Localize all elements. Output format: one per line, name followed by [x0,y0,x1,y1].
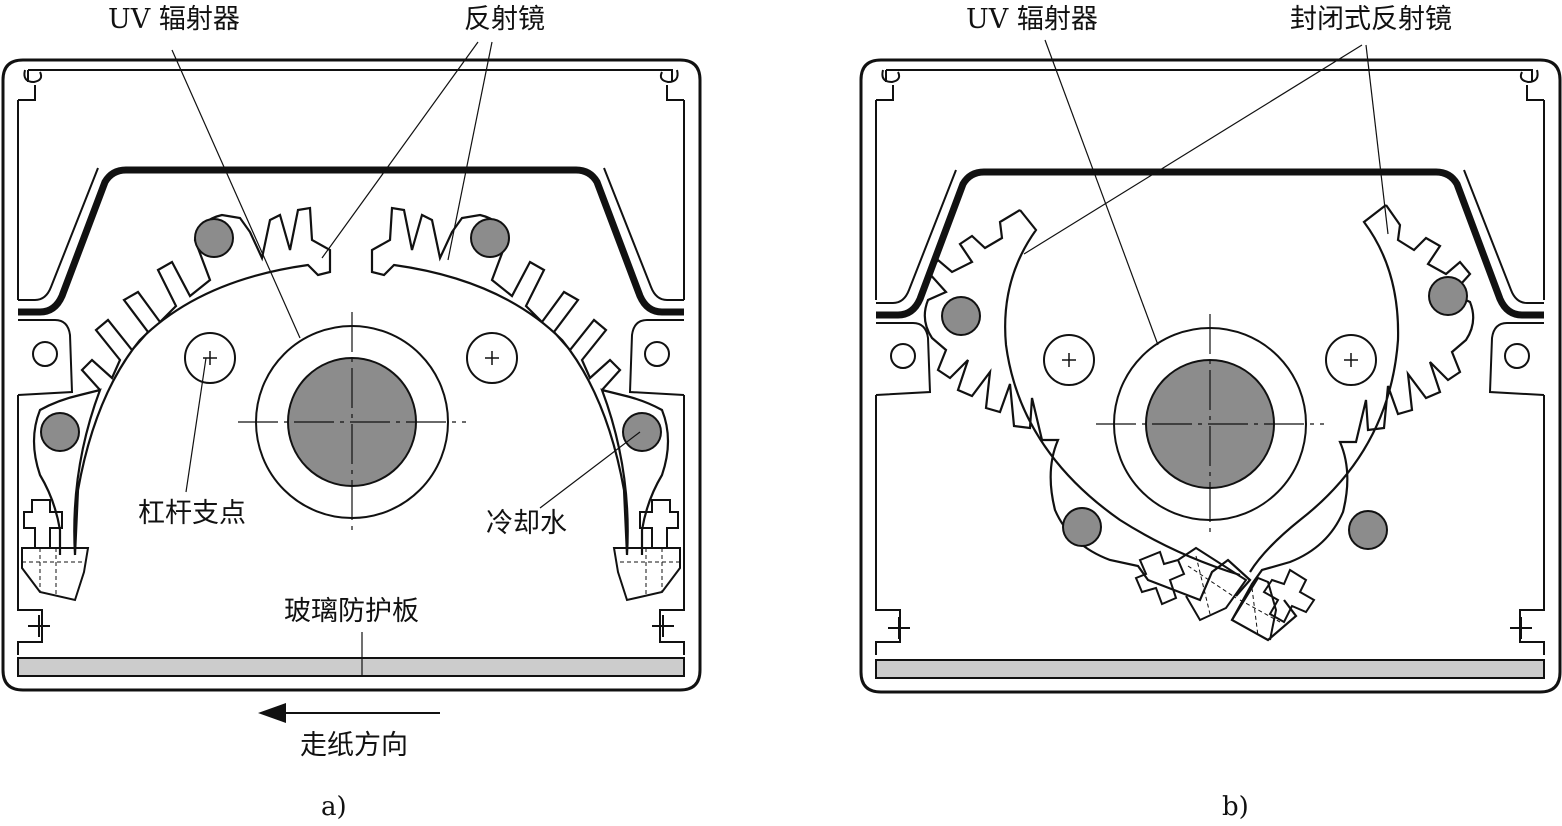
lever-fulcrum-left-b [1043,334,1095,386]
bottom-cross-left-a [28,615,50,637]
housing-inner-a [17,69,685,655]
housing-outer-b [859,58,1562,694]
bottom-cross-right-a [652,615,674,637]
label-closed-reflector-b: 封闭式反射镜 [1290,4,1452,35]
label-reflector-a: 反射镜 [464,4,545,35]
clamp-right-a [612,499,681,602]
clamp-left-b [1134,546,1248,622]
side-ledge-left-b [875,322,932,396]
glass-shield-a [17,657,685,677]
cooling-water-b-4 [1348,510,1388,550]
leader-water-a [539,431,641,509]
clamp-left-a [21,499,90,602]
cooling-water-a-2 [40,412,80,452]
label-glass-shield-a: 玻璃防护板 [284,596,419,627]
mount-hole-right-a [644,341,670,367]
panel-a [1,41,702,723]
glass-shield-b [875,659,1545,679]
corner-notch-right-b [1519,69,1544,101]
cooling-water-b-2 [1062,507,1102,547]
mount-hole-right-b [1504,343,1530,369]
reflector-right-a [370,206,670,556]
corner-notch-left-b [876,69,901,101]
top-cover-b [876,168,1544,319]
cooling-water-b-3 [1428,276,1468,316]
cooling-water-a-4 [622,412,662,452]
corner-notch-right-a [659,69,684,101]
corner-notch-left-a [18,69,43,101]
label-uv-emitter-a: UV 辐射器 [108,4,240,35]
caption-b: b) [1222,792,1249,822]
lamp-centerline-b [1096,314,1324,534]
leader-uv-a [171,49,301,339]
reflector-left-a [32,206,332,556]
bottom-cross-right-b [1510,617,1532,639]
leader-reflector-a-1 [321,41,479,259]
leader-closed-reflector-b-1 [1023,44,1363,255]
bottom-cross-left-b [888,617,910,639]
side-ledge-right-a [628,319,685,396]
side-ledge-left-a [17,319,74,396]
cooling-water-a-3 [470,218,510,258]
lever-fulcrum-right-b [1325,334,1377,386]
cooling-water-a-1 [194,218,234,258]
label-cooling-water-a: 冷却水 [486,508,567,539]
caption-a: a) [321,792,347,822]
mount-hole-left-b [890,343,916,369]
lever-fulcrum-right-a [466,332,518,384]
leader-fulcrum-a [185,357,207,493]
housing-outer-a [1,58,702,692]
clamp-right-b [1231,568,1316,641]
leader-reflector-a-2 [447,41,493,261]
top-cover-a [18,166,684,316]
leader-uv-b [1044,39,1159,346]
mount-hole-left-a [32,341,58,367]
housing-inner-b [875,69,1545,655]
cooling-water-b-1 [941,296,981,336]
top-cover-b-inner [876,169,1544,304]
top-cover-a-inner [18,167,684,301]
leader-closed-reflector-b-2 [1365,44,1389,235]
side-ledge-right-b [1488,322,1545,396]
lamp-centerline-a [238,312,466,532]
lever-fulcrum-left-a [184,332,236,384]
panel-b [859,39,1562,694]
label-lever-fulcrum-a: 杠杆支点 [138,498,246,529]
closed-reflector-left-b [923,209,1252,602]
label-paper-direction: 走纸方向 [300,730,408,761]
label-uv-emitter-b: UV 辐射器 [966,4,1098,35]
